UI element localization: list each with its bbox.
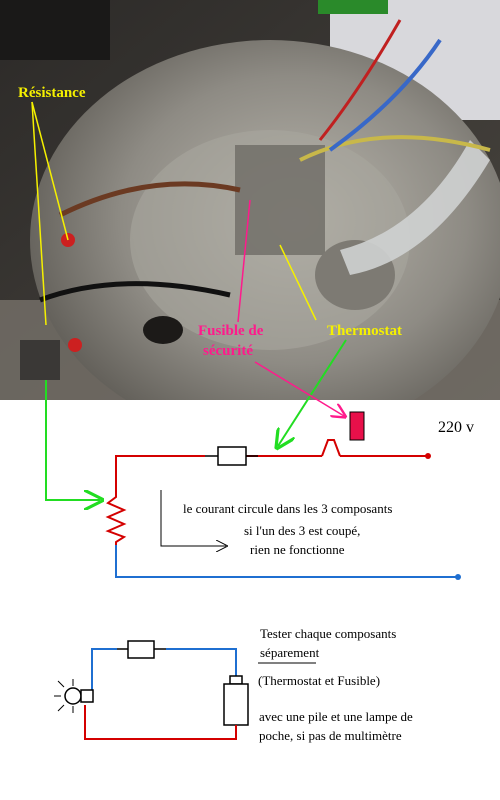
note-line3: rien ne fonctionne: [250, 542, 345, 557]
test-wire-blue-right: [166, 648, 237, 680]
test-method-line1: avec une pile et une lampe de: [259, 709, 413, 724]
test-title-line2: séparement: [260, 645, 320, 660]
test-wire-blue: [91, 648, 117, 693]
arrow-fuse: [254, 361, 344, 416]
terminal-220v: [425, 453, 431, 459]
battery-terminal: [229, 675, 243, 685]
lamp-symbol: [54, 679, 94, 713]
test-title-line1: Tester chaque composants: [260, 626, 397, 641]
note-line1: le courant circule dans les 3 composants: [183, 501, 393, 516]
voltage-label: 220 v: [438, 419, 474, 436]
wire-red-main: [115, 455, 205, 497]
label-thermostat: Thermostat: [327, 323, 402, 339]
fuse-leads: [321, 439, 341, 457]
test-component-symbol: [127, 640, 155, 659]
appliance-photo: [0, 0, 500, 400]
terminal-neutral: [455, 574, 461, 580]
label-resistance: Résistance: [18, 85, 86, 101]
test-items: (Thermostat et Fusible): [258, 673, 381, 688]
fuse-symbol: [349, 411, 365, 441]
resistor-symbol: [105, 492, 127, 548]
note-bracket: [160, 490, 226, 546]
thermostat-symbol: [217, 446, 247, 466]
label-fuse-line1: Fusible de: [198, 323, 264, 339]
arrow-resistance: [45, 380, 100, 500]
wire-blue-main: [115, 545, 458, 578]
battery-symbol: [223, 683, 249, 726]
test-wire-red: [84, 705, 237, 740]
note-line2: si l'un des 3 est coupé,: [244, 523, 361, 538]
arrow-thermostat: [278, 339, 347, 446]
label-fuse-line2: sécurité: [203, 343, 253, 359]
test-method-line2: poche, si pas de multimètre: [259, 728, 402, 743]
